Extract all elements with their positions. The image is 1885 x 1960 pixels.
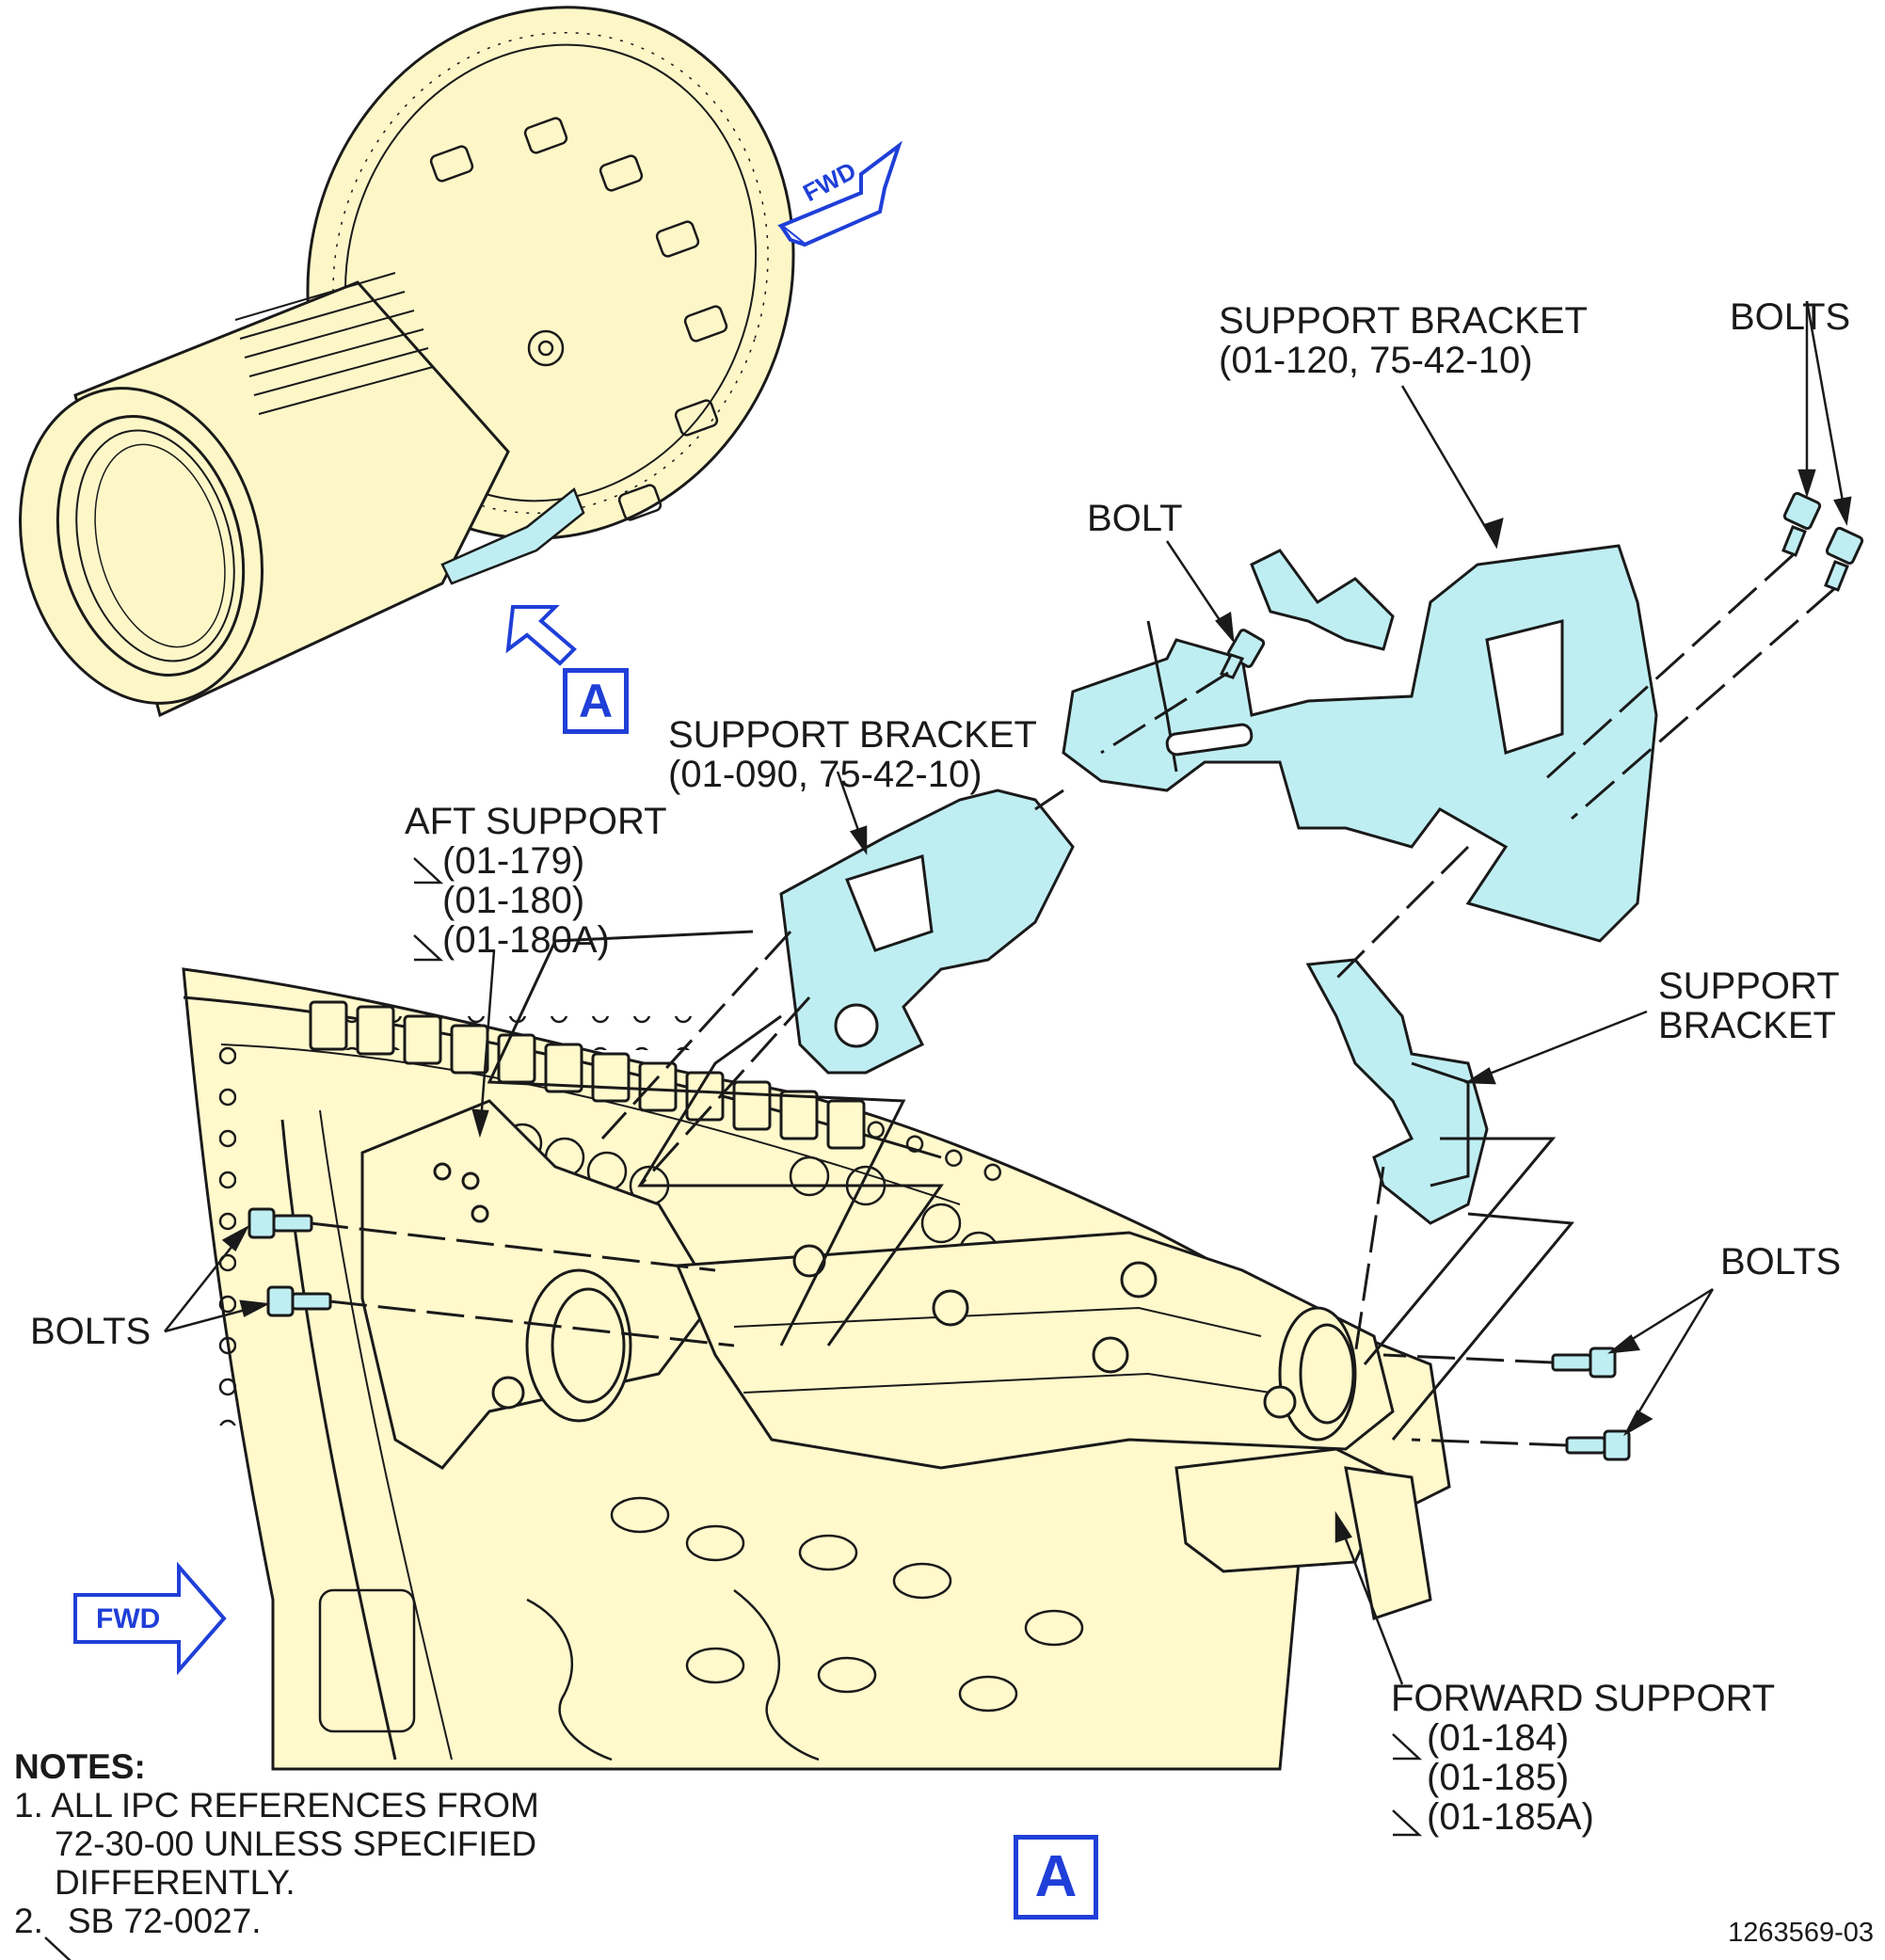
bolt-center-label: BOLT [1087,498,1183,539]
note-line: 1. ALL IPC REFERENCES FROM [14,1786,539,1825]
notes-heading: NOTES: [14,1747,146,1786]
bolts-right-label: BOLTS [1720,1241,1842,1283]
note-line: 72-30-00 UNLESS SPECIFIED [55,1825,537,1863]
aft-support-label: AFT SUPPORT (01-179) (01-180) (01-180A) [405,801,667,961]
leader-lines [164,300,1852,1685]
overview-bracket-highlight [440,486,585,585]
support-bracket-mid-label: SUPPORT BRACKET (01-090, 75-42-10) [668,714,1037,795]
engine-detail [182,967,1451,1771]
support-bracket-right-label: SUPPORT BRACKET [1658,965,1840,1046]
installation-frame-lines [487,930,1574,1441]
view-a-marker-overview: A [563,668,629,734]
notes-block: NOTES: 1. ALL IPC REFERENCES FROM 72-30-… [14,1747,539,1940]
forward-support-bar [675,1231,1395,1470]
fwd-arrow-bottom-icon [73,1561,227,1676]
support-bracket-right [1305,958,1489,1225]
bolts-left-label: BOLTS [30,1311,152,1352]
reference-mark-icon [44,857,1423,1960]
bolt-top-right-1 [1781,491,1822,557]
view-a-marker-detail: A [1014,1835,1098,1920]
fwd-label-bottom: FWD [96,1603,161,1634]
note-line: 2.SB 72-0027. [14,1902,262,1940]
support-bracket-upper-label: SUPPORT BRACKET (01-120, 75-42-10) [1219,300,1588,381]
bolt-right-2 [1565,1429,1631,1461]
view-arrow-icon [505,605,577,666]
engine-inlet [18,387,264,705]
fwd-arrow-top-icon [777,140,903,247]
bolt-left-1 [248,1207,313,1239]
bolt-top-right-2 [1824,526,1864,592]
engine-overview [18,6,795,718]
note-line: DIFFERENTLY. [55,1863,296,1902]
forward-support-label: FORWARD SUPPORT (01-184) (01-185) (01-18… [1391,1678,1776,1838]
bolt-right-1 [1551,1347,1617,1378]
bolt-left-2 [266,1285,332,1317]
figure-id: 1263569-03 [1728,1918,1874,1948]
bolts-top-right-label: BOLTS [1730,296,1851,338]
bolt-center [1219,629,1266,679]
